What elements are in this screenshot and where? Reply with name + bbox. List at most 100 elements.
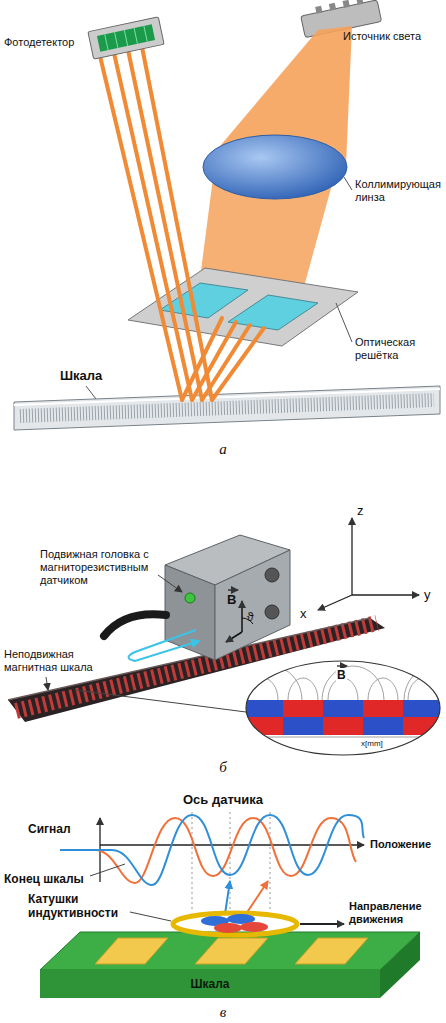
leader-line-part [90,864,125,876]
part-label: Катушки индуктивности [28,892,130,921]
photodetector-part [124,30,127,46]
signal-arrow [225,881,230,914]
field-inset-part [337,665,347,666]
part-label: Подвижная головка с магниторезистивным д… [40,548,160,588]
part-label: Конец шкалы [4,872,84,886]
axis-label: x [300,606,307,622]
field-inset-part [240,666,446,700]
sensor-head-part [226,632,242,642]
part-label: Источник света [343,30,421,43]
leader-line [46,575,246,712]
leader-line-part [130,912,171,921]
direction-arrow [300,923,344,925]
sensor-head-part [265,568,279,582]
sensor-head-part [215,550,290,660]
photodetector-part [97,24,155,51]
angle-label: ϑ [247,610,254,624]
sensor-head-part [265,605,279,619]
inductive-scale-part [95,938,168,964]
part-label: Коллимирующая линза [355,178,443,204]
guide-line-part [270,812,271,912]
photodetector-part [105,34,108,50]
leader-line-part [75,690,246,712]
photodetector-part [144,26,147,42]
sensor-head-part [185,593,195,603]
panel-letter: в [220,1003,227,1021]
inductance-coils-part [214,923,242,933]
photodetector [88,17,164,59]
inductive-scale-part [40,932,420,970]
inductive-scale [40,932,420,998]
light-rays [100,47,264,400]
photodetector-part [134,28,137,44]
axis-unit: x[mm] [360,739,384,749]
field-inset-part [240,660,446,760]
vector-label: B [336,668,347,682]
field-inset-part [322,666,384,700]
field-inset-part [368,678,398,700]
optical-grating-part [228,295,318,330]
scale-front: Шкала [40,970,380,998]
leader-line-part [344,177,352,190]
motion-arrow [129,630,200,661]
sensor-head-part [165,565,215,660]
sensor-head-part [228,589,238,590]
light-source-part [329,3,336,11]
field-inset-part [244,660,444,760]
axis-label: y [424,587,431,603]
sensor-head [165,535,290,660]
axes [318,518,419,610]
inductance-coils [173,913,297,935]
field-inset-part [363,717,403,735]
field-inset-part [323,717,363,735]
part-label: Неподвижная магнитная шкала [4,648,108,674]
field-inset-part [323,700,363,717]
signal-arrow [246,881,268,914]
photodetector-part [115,32,118,48]
field-inset-part [403,700,443,717]
leader-line-part [86,386,96,399]
panel-letter: а [219,440,227,458]
node-text: Шкала [190,977,229,991]
leader-line-part [336,303,352,342]
light-source-part [343,0,350,8]
axes-part [352,594,419,595]
guide-line-part [192,812,193,912]
part-label: Оптическая решётка [355,336,443,362]
light-source-part [356,0,363,5]
field-inset-part [283,717,323,735]
axes-part [351,518,352,595]
optical-scale [14,386,440,430]
cable [104,614,166,636]
axis-label: z [357,503,364,519]
axes-part [318,595,352,610]
sensor-head-part [241,601,243,632]
signal-curve [60,815,364,885]
field-inset-part [288,678,318,700]
part-label: Фотодетектор [4,36,74,49]
field-inset-part [250,737,440,738]
inductive-scale-part [380,932,420,998]
light-rays-part [128,50,202,400]
leader-line [86,177,352,399]
part-label: Шкала [60,368,102,384]
photodetector-part [88,17,164,59]
field-inset-part [283,700,323,717]
inductance-coils-part [173,913,297,935]
part-label: Направление движения [349,900,443,926]
axis-label: Сигнал [28,822,71,836]
field-inset-part [246,661,440,755]
guide-line-part [230,812,231,912]
leader-line-part [46,677,48,690]
axis-title: Ось датчика [183,792,263,808]
leader-line-part [158,575,182,592]
panel-letter: б [219,758,227,776]
collimating-lens [203,135,347,199]
field-inset [240,660,446,760]
inductive-scale-part [295,938,368,964]
optical-scale-part [14,386,440,430]
light-rays-part [212,328,264,400]
